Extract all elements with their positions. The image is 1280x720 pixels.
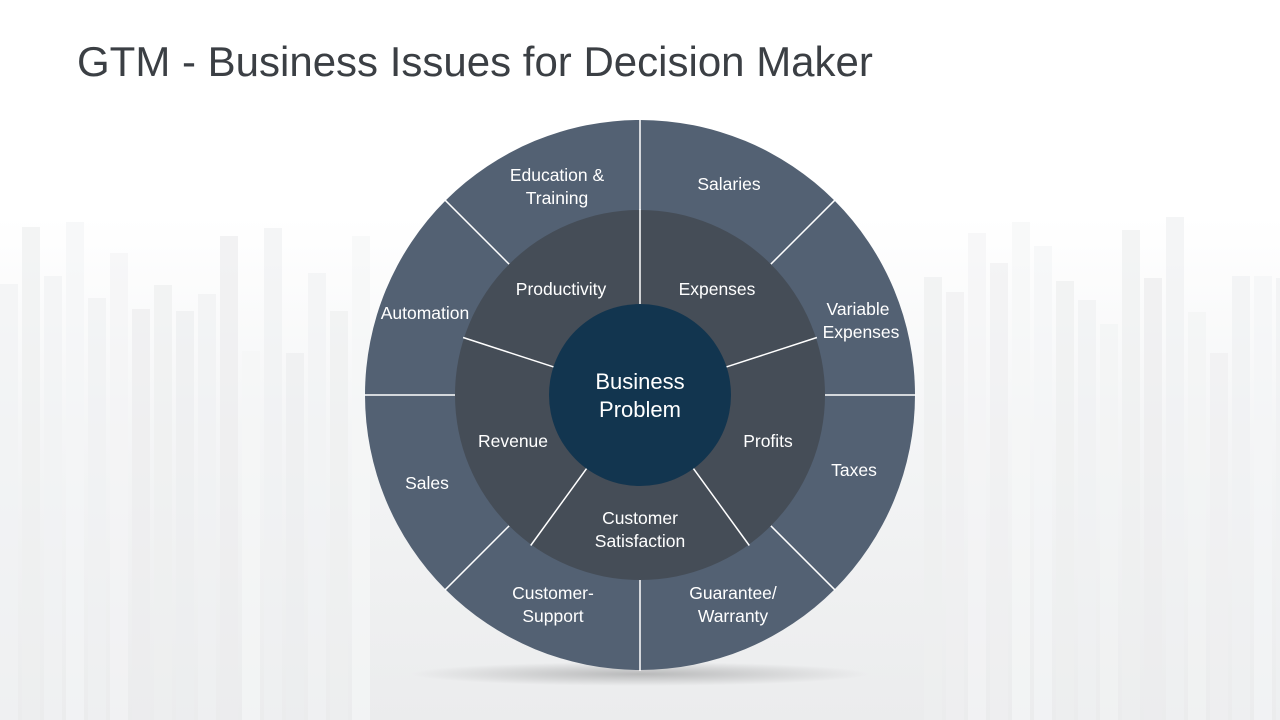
background-bar (0, 284, 18, 720)
background-bar (1034, 246, 1052, 720)
background-bar (352, 236, 370, 720)
background-bar (1078, 300, 1096, 720)
outer-divider-line (444, 199, 510, 265)
background-bar (154, 285, 172, 720)
background-bar (220, 236, 238, 720)
center-circle (549, 304, 731, 486)
background-bar (1276, 278, 1280, 720)
background-bar (1144, 278, 1162, 720)
background-bar (22, 227, 40, 720)
outer-label-customer-support-line-2: Support (522, 606, 583, 626)
background-bar (198, 294, 216, 720)
middle-dividers (462, 209, 818, 546)
background-bar (132, 309, 150, 720)
outer-label-salaries: Salaries (697, 174, 760, 194)
outer-label-education-training-line-2: Training (526, 188, 589, 208)
outer-divider-line (444, 525, 510, 591)
background-bar (1100, 324, 1118, 720)
background-bar (990, 263, 1008, 720)
outer-divider-line (770, 525, 836, 591)
background-bar (946, 292, 964, 720)
background-bar (1122, 230, 1140, 720)
middle-label-profits: Profits (743, 431, 793, 451)
center-label-line-2: Problem (599, 397, 681, 422)
outer-label-taxes: Taxes (831, 460, 877, 480)
background-bar (924, 277, 942, 720)
outer-label-variable-expenses-line-2: Expenses (823, 322, 900, 342)
background-bar (1012, 222, 1030, 720)
background-bar (1210, 353, 1228, 720)
middle-label-customer-satisfaction-line-1: Customer (602, 508, 678, 528)
middle-label-productivity: Productivity (516, 279, 607, 299)
outer-dividers (364, 119, 916, 671)
background-bar (1188, 312, 1206, 720)
background-bar (110, 253, 128, 720)
background-bar (66, 222, 84, 720)
middle-divider-line (530, 467, 588, 546)
outer-label-variable-expenses-line-1: Variable (827, 299, 890, 319)
middle-label-revenue: Revenue (478, 431, 548, 451)
middle-divider-line (692, 467, 750, 546)
middle-divider-line (725, 336, 818, 368)
background-bar (968, 233, 986, 720)
background-bar (330, 311, 348, 720)
outer-label-education-training-line-1: Education & (510, 165, 605, 185)
background-bar (1056, 281, 1074, 720)
background-bar (88, 298, 106, 720)
background-bar (242, 351, 260, 720)
background-bar (1232, 276, 1250, 720)
outer-divider-line (770, 199, 836, 265)
slide-title: GTM - Business Issues for Decision Maker (77, 38, 873, 85)
background-bar (1166, 217, 1184, 720)
background-bar (44, 276, 62, 720)
middle-divider-line (462, 336, 555, 368)
outer-label-customer-support-line-1: Customer- (512, 583, 594, 603)
background-bar (176, 311, 194, 720)
middle-label-expenses: Expenses (679, 279, 756, 299)
background-bar (286, 353, 304, 720)
background-bar (308, 273, 326, 720)
wheel-shadow (410, 662, 870, 686)
outer-label-sales: Sales (405, 473, 449, 493)
outer-label-guarantee-warranty-line-1: Guarantee/ (689, 583, 777, 603)
outer-label-guarantee-warranty-line-2: Warranty (698, 606, 769, 626)
background-bar (1254, 276, 1272, 720)
center-label-line-1: Business (595, 369, 684, 394)
middle-label-customer-satisfaction-line-2: Satisfaction (595, 531, 685, 551)
outer-label-automation: Automation (381, 303, 470, 323)
background-bar (264, 228, 282, 720)
